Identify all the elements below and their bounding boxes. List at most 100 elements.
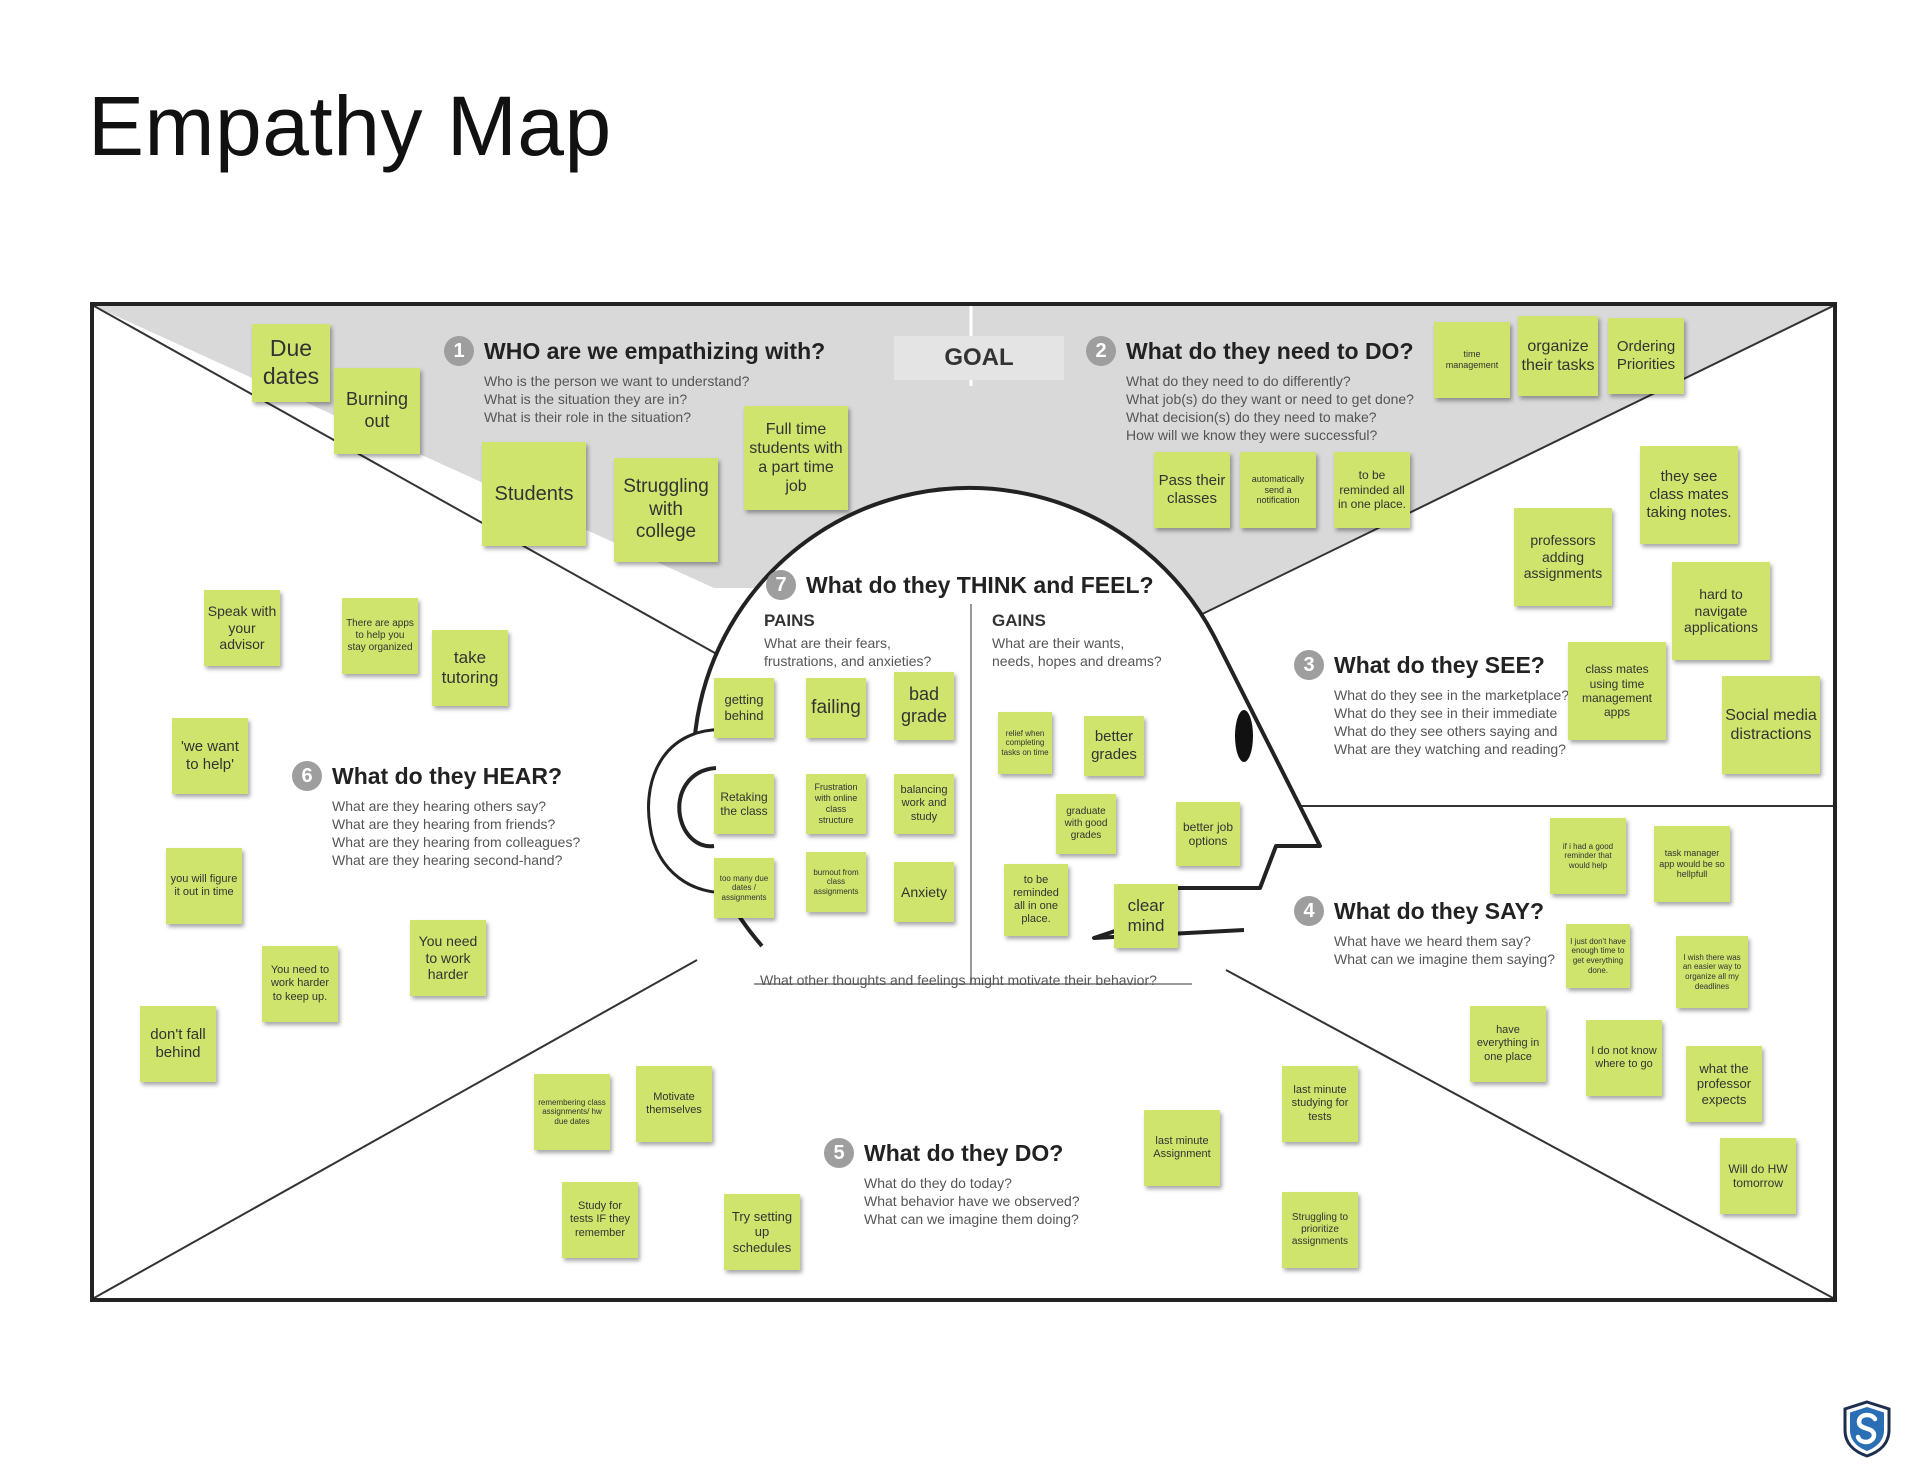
sticky-note[interactable]: Struggling to prioritize assignments xyxy=(1282,1192,1358,1268)
section-title: What do they SAY? xyxy=(1334,897,1544,924)
sticky-note[interactable]: professors adding assignments xyxy=(1514,508,1612,606)
sticky-note[interactable]: Full time students with a part time job xyxy=(744,406,848,510)
sticky-note[interactable]: Students xyxy=(482,442,586,546)
question: Who is the person we want to understand? xyxy=(484,373,750,389)
sticky-note[interactable]: bad grade xyxy=(894,672,954,740)
section-title: What do they HEAR? xyxy=(332,762,562,789)
sticky-note[interactable]: better grades xyxy=(1084,716,1144,776)
question: What are they hearing others say? xyxy=(332,798,547,814)
sticky-note[interactable]: Struggling with college xyxy=(614,458,718,562)
question: What can we imagine them saying? xyxy=(1334,951,1555,967)
section-number: 4 xyxy=(1294,896,1324,926)
sticky-note[interactable]: Social media distractions xyxy=(1722,676,1820,774)
eye xyxy=(1235,710,1253,762)
question: What is the situation they are in? xyxy=(484,391,688,407)
section-number: 3 xyxy=(1294,650,1324,680)
sticky-note[interactable]: remembering class assignments/ hw due da… xyxy=(534,1074,610,1150)
question: What are they hearing second-hand? xyxy=(332,852,563,868)
pains-question: What are their fears, xyxy=(764,635,891,651)
section-think-feel: 7 What do they THINK and FEEL? xyxy=(766,570,1154,600)
sticky-note[interactable]: task manager app would be so hellpfull xyxy=(1654,826,1730,902)
sticky-note[interactable]: last minute studying for tests xyxy=(1282,1066,1358,1142)
diagonal-bottom-left xyxy=(94,959,698,1298)
question: What do they see others saying and xyxy=(1334,723,1558,739)
question: What do they do today? xyxy=(864,1175,1012,1191)
question: What is their role in the situation? xyxy=(484,409,691,425)
section-title: WHO are we empathizing with? xyxy=(484,337,826,364)
sticky-note[interactable]: last minute Assignment xyxy=(1144,1110,1220,1186)
sticky-note[interactable]: burnout from class assignments xyxy=(806,852,866,912)
sticky-note[interactable]: Retaking the class xyxy=(714,774,774,834)
sticky-note[interactable]: too many due dates / assignments xyxy=(714,858,774,918)
section-number: 5 xyxy=(824,1138,854,1168)
section-number: 6 xyxy=(292,761,322,791)
sticky-note[interactable]: I just don't have enough time to get eve… xyxy=(1566,924,1630,988)
goal-label: GOAL xyxy=(894,336,1064,380)
sticky-note[interactable]: There are apps to help you stay organize… xyxy=(342,598,418,674)
sticky-note[interactable]: relief when completing tasks on time xyxy=(998,712,1052,774)
sticky-note[interactable]: Frustration with online class structure xyxy=(806,774,866,834)
sticky-note[interactable]: what the professor expects xyxy=(1686,1046,1762,1122)
section-who: 1 WHO are we empathizing with? Who is the… xyxy=(444,336,825,426)
sticky-note[interactable]: I do not know where to go xyxy=(1586,1020,1662,1096)
section-number: 7 xyxy=(766,570,796,600)
sticky-note[interactable]: organize their tasks xyxy=(1518,316,1598,396)
sticky-note[interactable]: automatically send a notification xyxy=(1240,452,1316,528)
sticky-note[interactable]: Will do HW tomorrow xyxy=(1720,1138,1796,1214)
question: What have we heard them say? xyxy=(1334,933,1531,949)
section-number: 1 xyxy=(444,336,474,366)
sticky-note[interactable]: better job options xyxy=(1176,802,1240,866)
question: What are they hearing from friends? xyxy=(332,816,556,832)
sticky-note[interactable]: to be reminded all in one place. xyxy=(1334,452,1410,528)
sticky-note[interactable]: Due dates xyxy=(252,324,330,402)
diagonal-bottom-right xyxy=(1225,969,1833,1298)
sticky-note[interactable]: graduate with good grades xyxy=(1056,794,1116,854)
section-hear: 6 What do they HEAR? What are they hearin… xyxy=(292,761,580,869)
sticky-note[interactable]: time management xyxy=(1434,322,1510,398)
pains-heading: PAINS xyxy=(764,611,815,630)
sticky-note[interactable]: Speak with your advisor xyxy=(204,590,280,666)
sticky-note[interactable]: 'we want to help' xyxy=(172,718,248,794)
gains-question: needs, hopes and dreams? xyxy=(992,653,1162,669)
section-title: What do they THINK and FEEL? xyxy=(806,571,1154,598)
sticky-note[interactable]: if i had a good reminder that would help xyxy=(1550,818,1626,894)
sticky-note[interactable]: getting behind xyxy=(714,678,774,738)
section-say: 4 What do they SAY? What have we heard th… xyxy=(1294,896,1555,968)
sticky-note[interactable]: don't fall behind xyxy=(140,1006,216,1082)
question: What decision(s) do they need to make? xyxy=(1126,409,1377,425)
sticky-note[interactable]: have everything in one place xyxy=(1470,1006,1546,1082)
sticky-note[interactable]: to be reminded all in one place. xyxy=(1004,864,1068,936)
sticky-note[interactable]: Pass their classes xyxy=(1154,452,1230,528)
sticky-note[interactable]: You need to work harder to keep up. xyxy=(262,946,338,1022)
sticky-note[interactable]: you will figure it out in time xyxy=(166,848,242,924)
question: What behavior have we observed? xyxy=(864,1193,1080,1209)
sticky-note[interactable]: balancing work and study xyxy=(894,774,954,834)
section-title: What do they need to DO? xyxy=(1126,337,1414,364)
question: What can we imagine them doing? xyxy=(864,1211,1079,1227)
section-title: What do they SEE? xyxy=(1334,651,1545,678)
sticky-note[interactable]: Anxiety xyxy=(894,862,954,922)
sticky-note[interactable]: Ordering Priorities xyxy=(1608,318,1684,394)
sticky-note[interactable]: I wish there was an easier way to organi… xyxy=(1676,936,1748,1008)
question: What job(s) do they want or need to get … xyxy=(1126,391,1414,407)
sticky-note[interactable]: You need to work harder xyxy=(410,920,486,996)
question: How will we know they were successful? xyxy=(1126,427,1378,443)
sticky-note[interactable]: hard to navigate applications xyxy=(1672,562,1770,660)
sticky-note[interactable]: Study for tests IF they remember xyxy=(562,1182,638,1258)
sticky-note[interactable]: Burning out xyxy=(334,368,420,454)
diagonal-top-right xyxy=(1103,306,1833,663)
shield-logo-icon xyxy=(1843,1400,1891,1458)
ear-inner xyxy=(677,766,717,849)
sticky-note[interactable]: Motivate themselves xyxy=(636,1066,712,1142)
page-title: Empathy Map xyxy=(88,79,612,173)
sticky-note[interactable]: class mates using time management apps xyxy=(1568,642,1666,740)
sticky-note[interactable]: failing xyxy=(806,678,866,738)
question: What are they hearing from colleagues? xyxy=(332,834,581,850)
sticky-note[interactable]: they see class mates taking notes. xyxy=(1640,446,1738,544)
diagonal-top-left xyxy=(94,306,775,687)
sticky-note[interactable]: Try setting up schedules xyxy=(724,1194,800,1270)
sticky-note[interactable]: clear mind xyxy=(1114,884,1178,948)
sticky-note[interactable]: take tutoring xyxy=(432,630,508,706)
